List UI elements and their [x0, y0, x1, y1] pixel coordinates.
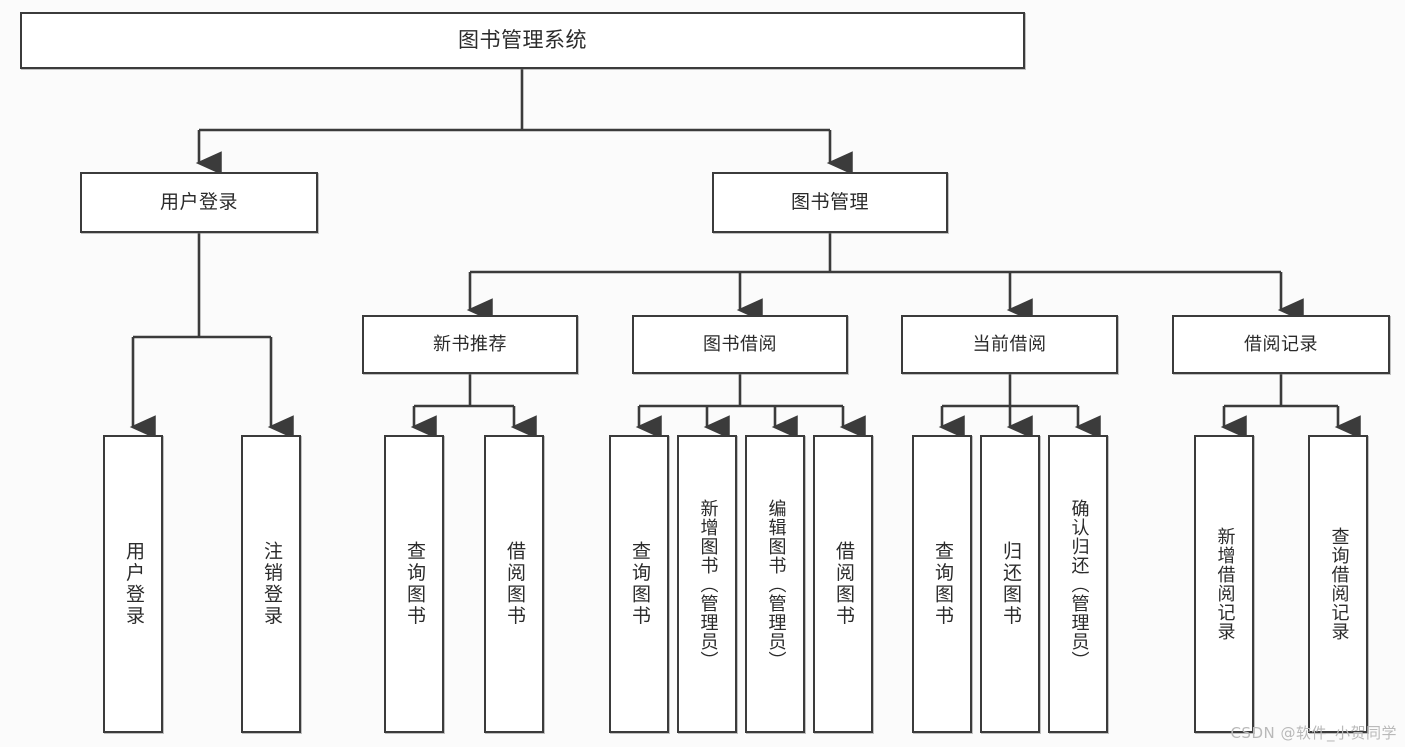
node-label: 图书借阅 [703, 333, 777, 355]
leaf-edit-book-admin[interactable]: 编辑图书（管理员） [745, 435, 805, 733]
node-label: 查询图书 [628, 541, 651, 627]
node-label: 新书推荐 [433, 333, 507, 355]
node-label: 确认归还（管理员） [1068, 498, 1090, 670]
node-current-borrow[interactable]: 当前借阅 [901, 315, 1118, 374]
node-book-management[interactable]: 图书管理 [712, 172, 948, 233]
csdn-watermark: CSDN @软件_小贺同学 [1230, 724, 1397, 742]
leaf-add-book-admin[interactable]: 新增图书（管理员） [677, 435, 737, 733]
node-label: 用户登录 [122, 541, 145, 627]
node-borrow-record[interactable]: 借阅记录 [1172, 315, 1390, 374]
leaf-query-book-borrow[interactable]: 查询图书 [609, 435, 669, 733]
node-label: 借阅图书 [832, 541, 855, 627]
node-label: 图书管理 [790, 191, 869, 214]
node-label: 新增借阅记录 [1214, 527, 1236, 641]
node-label: 新增图书（管理员） [697, 498, 719, 670]
node-label: 借阅记录 [1244, 333, 1318, 355]
node-label: 注销登录 [260, 541, 283, 627]
node-label: 图书管理系统 [458, 28, 587, 53]
leaf-query-borrow-record[interactable]: 查询借阅记录 [1308, 435, 1368, 733]
leaf-confirm-return-admin[interactable]: 确认归还（管理员） [1048, 435, 1108, 733]
node-new-book-recommend[interactable]: 新书推荐 [362, 315, 578, 374]
node-label: 查询图书 [931, 541, 954, 627]
leaf-borrow-book[interactable]: 借阅图书 [813, 435, 873, 733]
leaf-logout[interactable]: 注销登录 [241, 435, 301, 733]
leaf-return-book[interactable]: 归还图书 [980, 435, 1040, 733]
leaf-borrow-book-recommend[interactable]: 借阅图书 [484, 435, 544, 733]
node-root-system[interactable]: 图书管理系统 [20, 12, 1025, 69]
leaf-user-login[interactable]: 用户登录 [103, 435, 163, 733]
leaf-query-book-recommend[interactable]: 查询图书 [384, 435, 444, 733]
node-label: 用户登录 [159, 191, 238, 214]
node-book-borrow[interactable]: 图书借阅 [632, 315, 848, 374]
node-label: 当前借阅 [972, 333, 1047, 355]
node-label: 查询借阅记录 [1328, 527, 1350, 641]
node-label: 编辑图书（管理员） [765, 498, 787, 670]
node-user-login[interactable]: 用户登录 [80, 172, 318, 233]
node-label: 借阅图书 [503, 541, 526, 627]
leaf-query-book-current[interactable]: 查询图书 [912, 435, 972, 733]
node-label: 查询图书 [403, 541, 426, 627]
node-label: 归还图书 [999, 541, 1022, 627]
leaf-add-borrow-record[interactable]: 新增借阅记录 [1194, 435, 1254, 733]
